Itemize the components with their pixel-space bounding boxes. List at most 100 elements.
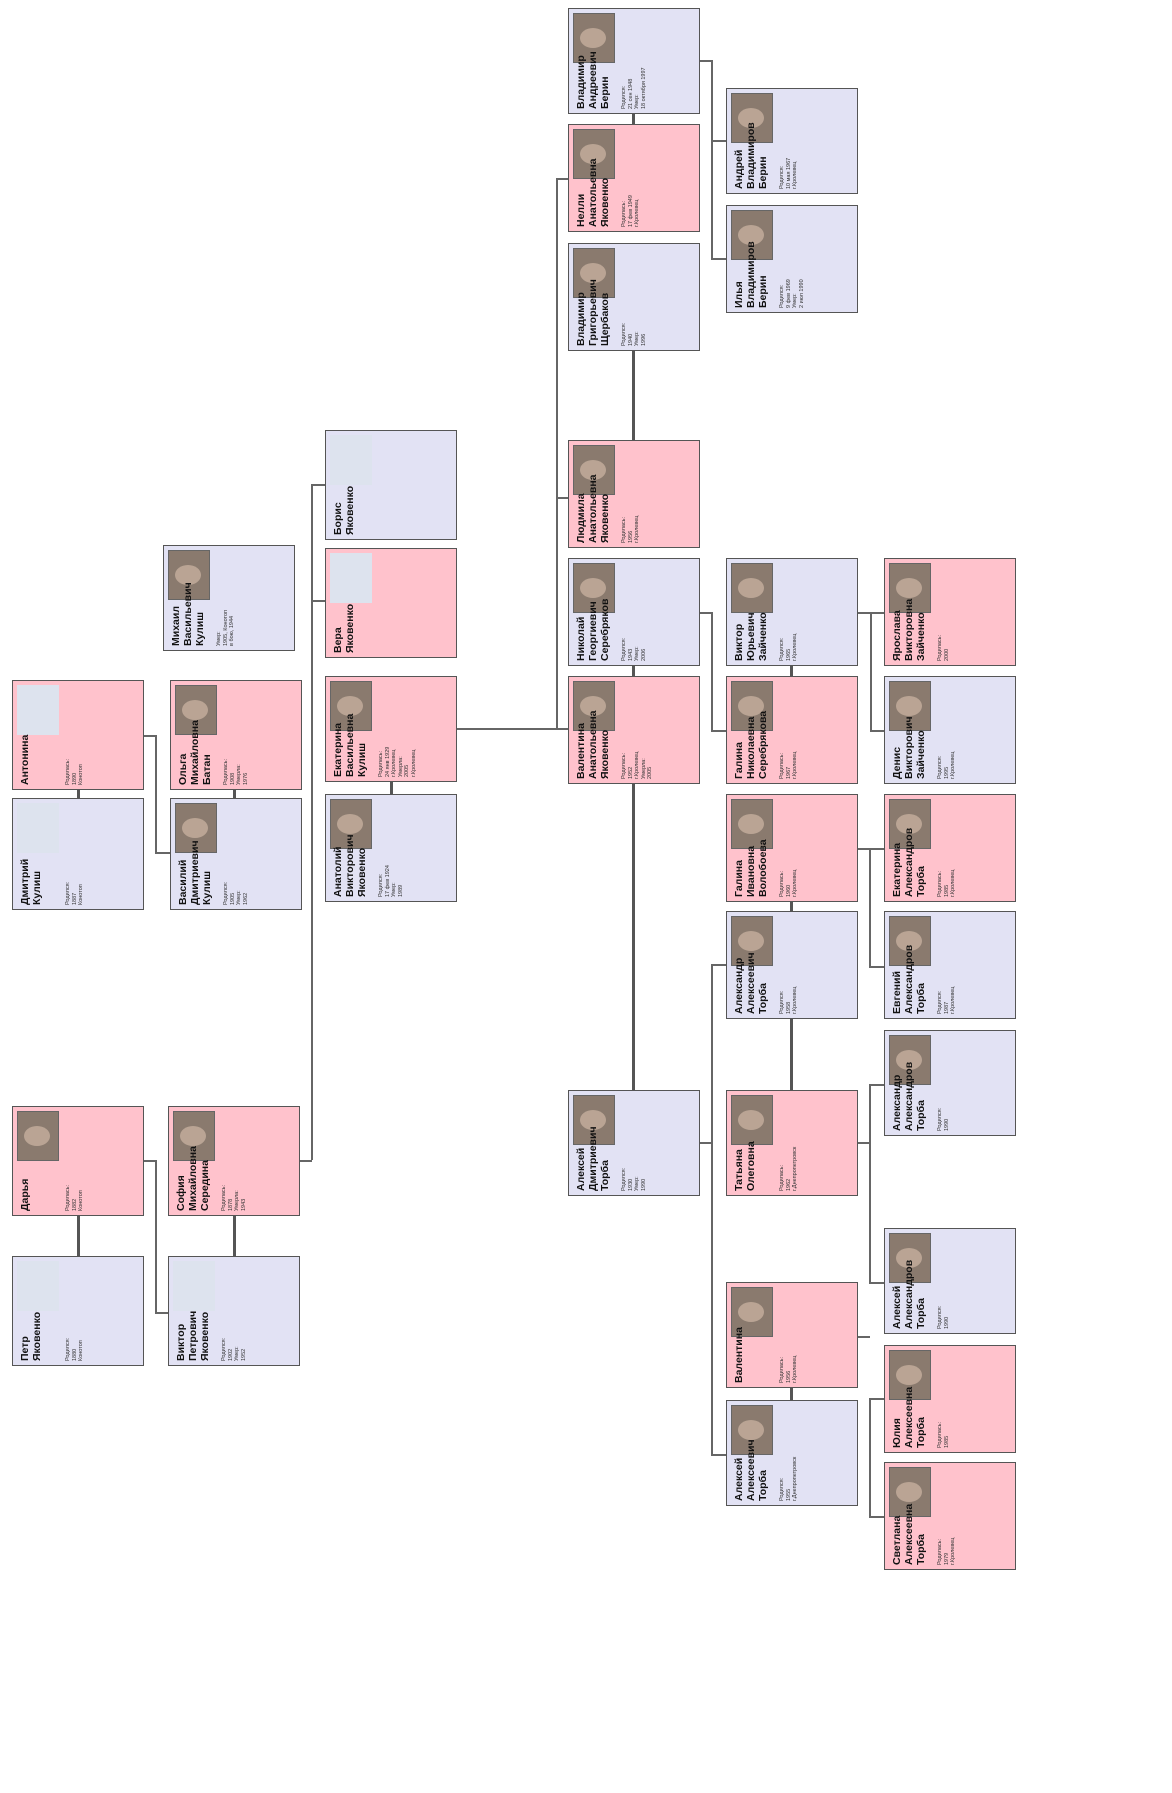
person-card[interactable]: Владимир Андреевич Берин Родился: 21 сен … [568, 8, 700, 114]
connector-line [870, 612, 872, 730]
person-dates: Родился: 21 сен 1948 Умер: 18 октября 19… [621, 67, 647, 109]
person-name: Евгений Александров Торба [891, 945, 927, 1014]
person-name: Николай Георгиевич Серебряков [575, 599, 611, 661]
person-card-content: АнтонинаРодилась: 1890 Конотоп [13, 681, 144, 790]
connector-line [457, 728, 557, 730]
person-card[interactable]: Борис Яковенко [325, 430, 457, 540]
connector-line [300, 1160, 312, 1162]
person-name: Виктор Юрьевич Зайченко [733, 612, 769, 661]
connector-line [790, 1019, 793, 1090]
connector-line [155, 1312, 169, 1314]
connector-line [858, 1336, 870, 1338]
person-name: Владимир Григорьевич Щербаков [575, 279, 611, 346]
person-name: Валентина [733, 1327, 745, 1383]
person-dates: Родился: 9 фев 1969 Умер: 2 июл 1990 [779, 279, 805, 308]
person-card-content: Николай Георгиевич СеребряковРодился: 19… [569, 559, 700, 666]
person-name: Денис Викторович Зайченко [891, 716, 927, 779]
connector-line [711, 140, 726, 142]
connector-line [869, 966, 884, 968]
connector-line [869, 1398, 884, 1400]
person-card[interactable]: Вера Яковенко [325, 548, 457, 658]
person-card-content: Александр Алексеевич ТорбаРодился: 1958 … [727, 912, 858, 1019]
person-dates: Родился: 1905 Умер: 1962 [223, 882, 249, 905]
person-dates: Родился: 1955 г.Днепропетровск [779, 1457, 799, 1501]
person-dates: Родилась: 1908 Умерла: 1976 [223, 759, 249, 785]
person-name: Виктор Петрович Яковенко [175, 1311, 211, 1361]
person-name: Владимир Андреевич Берин [575, 51, 611, 109]
connector-line [869, 848, 871, 966]
connector-line [556, 178, 558, 728]
person-card-content: Александр Александров ТорбаРодился: 1990 [885, 1031, 1016, 1136]
person-dates: Родился: 1940 Умер: 1996 [621, 323, 647, 346]
person-dates: Родился: 1880 Конотоп [65, 1338, 85, 1361]
connector-line [869, 1398, 871, 1516]
person-dates: Родилась: 1985 [937, 1422, 950, 1448]
person-dates: Родилась: 17 фев 1949 г.Кролевец [621, 195, 641, 227]
person-name: Ольга Михайловна Батан [177, 720, 213, 785]
person-name: Екатерина Васильевна Кулиш [332, 714, 368, 777]
person-name: Анатолий Викторович Яковенко [332, 834, 368, 897]
portrait-photo [731, 1095, 773, 1145]
connector-line [869, 1084, 871, 1282]
person-name: Вера Яковенко [332, 604, 356, 653]
person-name: Ярослава Викторовна Зайченко [891, 599, 927, 661]
person-dates: Родилась: 1890 Конотоп [65, 759, 85, 785]
person-dates: Родилась: 2000 [937, 635, 950, 661]
connector-line [311, 484, 313, 1160]
person-dates: Родился: 1958 г.Кролевец [779, 987, 799, 1014]
connector-line [311, 484, 325, 486]
connector-line [869, 1516, 884, 1518]
connector-line [870, 612, 884, 614]
connector-line [711, 1454, 726, 1456]
person-name: София Михайловна Середина [175, 1146, 211, 1211]
connector-line [790, 1388, 793, 1400]
person-dates: Умер: 1905, Конотоп в бою, 1944 [216, 610, 236, 646]
person-card-content: Анатолий Викторович ЯковенкоРодился: 17 … [326, 795, 457, 902]
person-dates: Родилась: 1985 г.Кролевец [937, 870, 957, 897]
person-dates: Родилась: 1952 г.Кролевец Умерла: 2005 [621, 752, 654, 779]
connector-line [711, 60, 713, 258]
connector-line [790, 666, 793, 676]
